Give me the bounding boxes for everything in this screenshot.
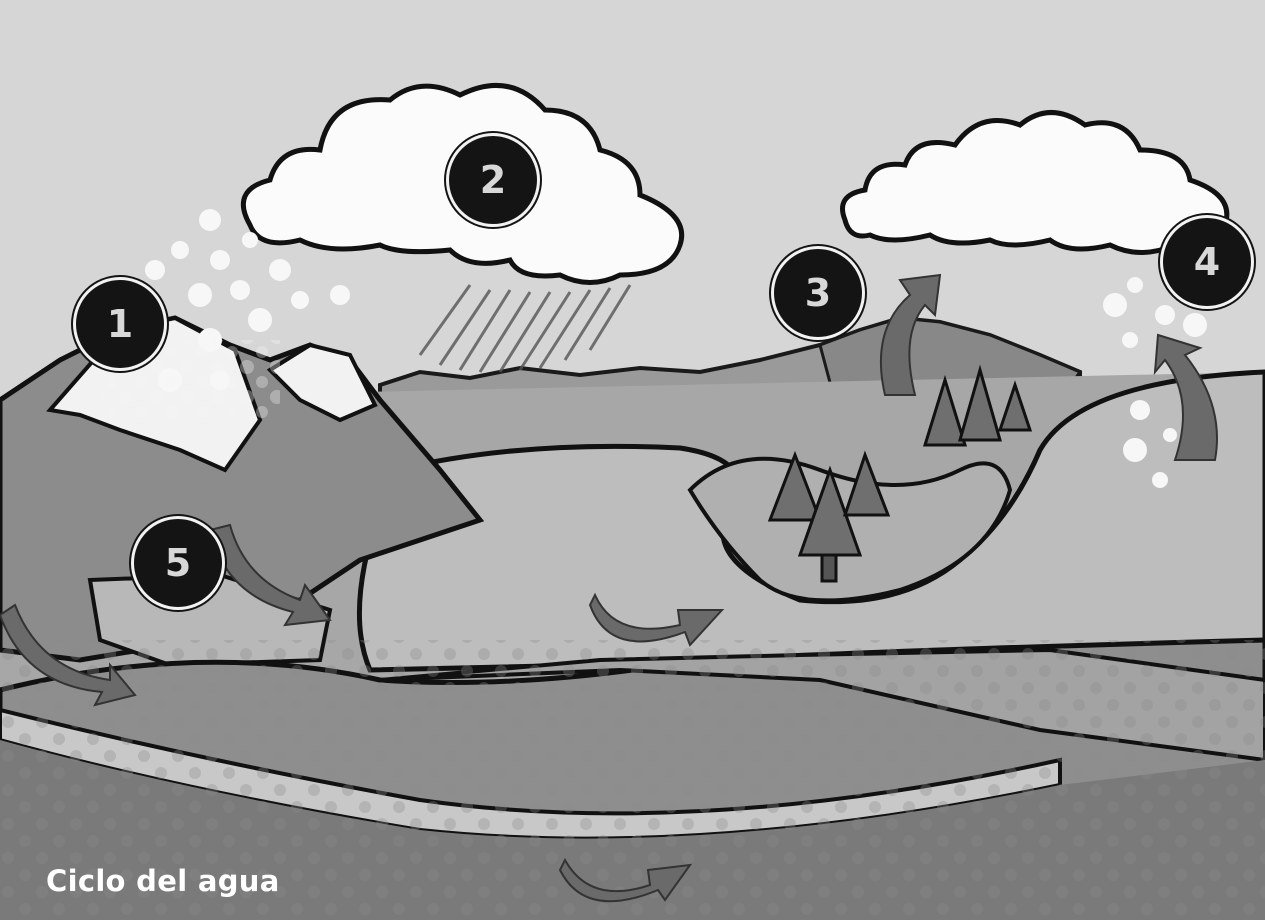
step-number: 3: [805, 271, 831, 315]
step-badge-5: 5: [131, 516, 225, 610]
step-badge-2: 2: [446, 133, 540, 227]
diagram-caption: Ciclo del agua: [46, 864, 280, 898]
step-number: 2: [480, 158, 506, 202]
step-number: 5: [165, 541, 191, 585]
step-badge-4: 4: [1160, 215, 1254, 309]
step-badge-1: 1: [73, 277, 167, 371]
step-number: 4: [1194, 240, 1220, 284]
step-badge-3: 3: [771, 246, 865, 340]
step-number: 1: [107, 302, 133, 346]
